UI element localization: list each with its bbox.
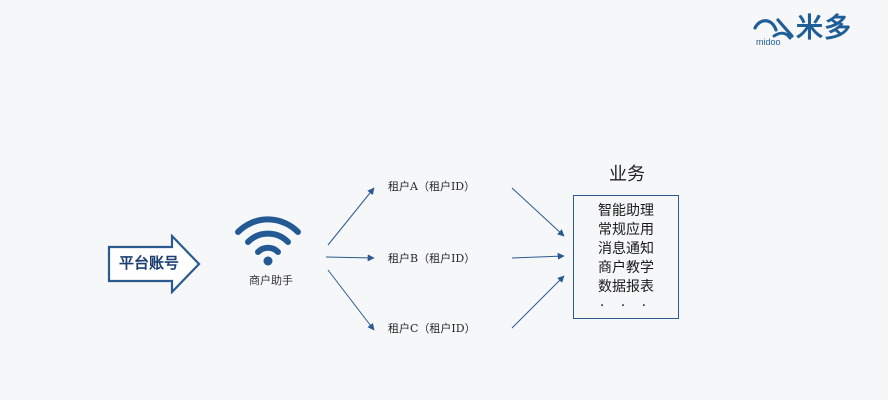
- business-item: 智能助理: [598, 203, 654, 219]
- merchant-assistant-label: 商户助手: [249, 274, 293, 287]
- business-title: 业务: [609, 164, 645, 185]
- business-item: 商户教学: [598, 260, 654, 276]
- business-box: 智能助理 常规应用 消息通知 商户教学 数据报表 · · ·: [573, 195, 679, 319]
- tenant-a-label: 租户A（租户ID）: [388, 180, 476, 193]
- business-item: 消息通知: [598, 241, 654, 257]
- logo-text-en: midoo: [756, 37, 781, 47]
- wifi-icon: [235, 216, 301, 266]
- arrow-merchant-to-tenant-c: [327, 269, 375, 331]
- tenant-b-label: 租户B（租户ID）: [388, 252, 476, 265]
- business-item: 常规应用: [598, 222, 654, 238]
- arrow-tenant-b-to-business: [511, 252, 565, 260]
- platform-account-label: 平台账号: [118, 254, 179, 272]
- midoo-logo-icon: [753, 18, 794, 40]
- arrow-tenant-c-to-business: [511, 275, 565, 329]
- arrow-tenant-a-to-business: [511, 187, 565, 237]
- arrow-merchant-to-tenant-b: [325, 254, 375, 262]
- business-item: 数据报表: [598, 279, 654, 295]
- business-ellipsis: · · ·: [599, 298, 653, 314]
- arrow-merchant-to-tenant-a: [327, 187, 375, 246]
- logo-text-cn: 米多: [796, 13, 852, 44]
- tenant-c-label: 租户C（租户ID）: [388, 322, 476, 335]
- business-list: 智能助理 常规应用 消息通知 商户教学 数据报表: [574, 202, 678, 297]
- platform-arrow-shape: [107, 234, 201, 294]
